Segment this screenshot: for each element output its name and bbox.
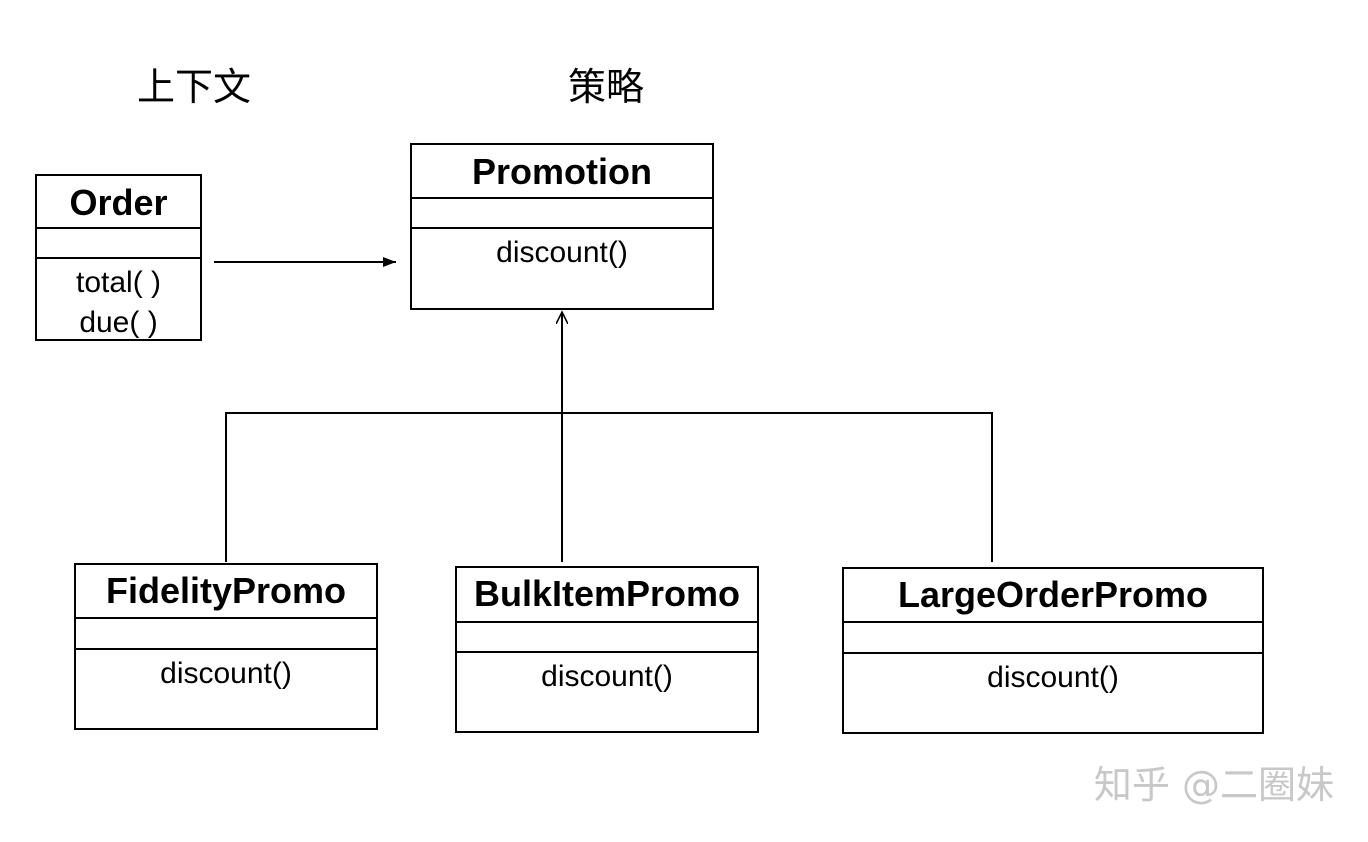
methods-compartment: discount() — [76, 650, 376, 694]
method: discount() — [160, 657, 292, 690]
class-bulk-item-promo: BulkItemPromo discount() — [455, 566, 759, 733]
class-name: Order — [37, 176, 200, 229]
method: total( ) — [75, 266, 162, 299]
class-name: LargeOrderPromo — [844, 569, 1262, 623]
attributes-compartment — [37, 229, 200, 259]
class-order: Order total( ) due( ) — [35, 174, 202, 341]
class-name: FidelityPromo — [76, 565, 376, 619]
method: discount() — [496, 236, 628, 269]
method: due( ) — [79, 306, 158, 339]
methods-compartment: discount() — [457, 653, 757, 697]
methods-compartment: discount() — [412, 229, 712, 273]
attributes-compartment — [844, 623, 1262, 654]
class-name: Promotion — [412, 145, 712, 199]
method: discount() — [987, 661, 1119, 694]
methods-compartment: discount() — [844, 654, 1262, 698]
class-promotion: Promotion discount() — [410, 143, 714, 310]
class-name: BulkItemPromo — [457, 568, 757, 623]
method: discount() — [541, 660, 673, 693]
class-large-order-promo: LargeOrderPromo discount() — [842, 567, 1264, 734]
context-label: 上下文 — [137, 65, 252, 109]
strategy-label: 策略 — [568, 65, 645, 109]
attributes-compartment — [76, 619, 376, 650]
attributes-compartment — [412, 199, 712, 229]
attributes-compartment — [457, 623, 757, 653]
methods-compartment: total( ) due( ) — [37, 259, 200, 343]
class-fidelity-promo: FidelityPromo discount() — [74, 563, 378, 730]
watermark: 知乎 @二圈妹 — [1093, 763, 1334, 807]
